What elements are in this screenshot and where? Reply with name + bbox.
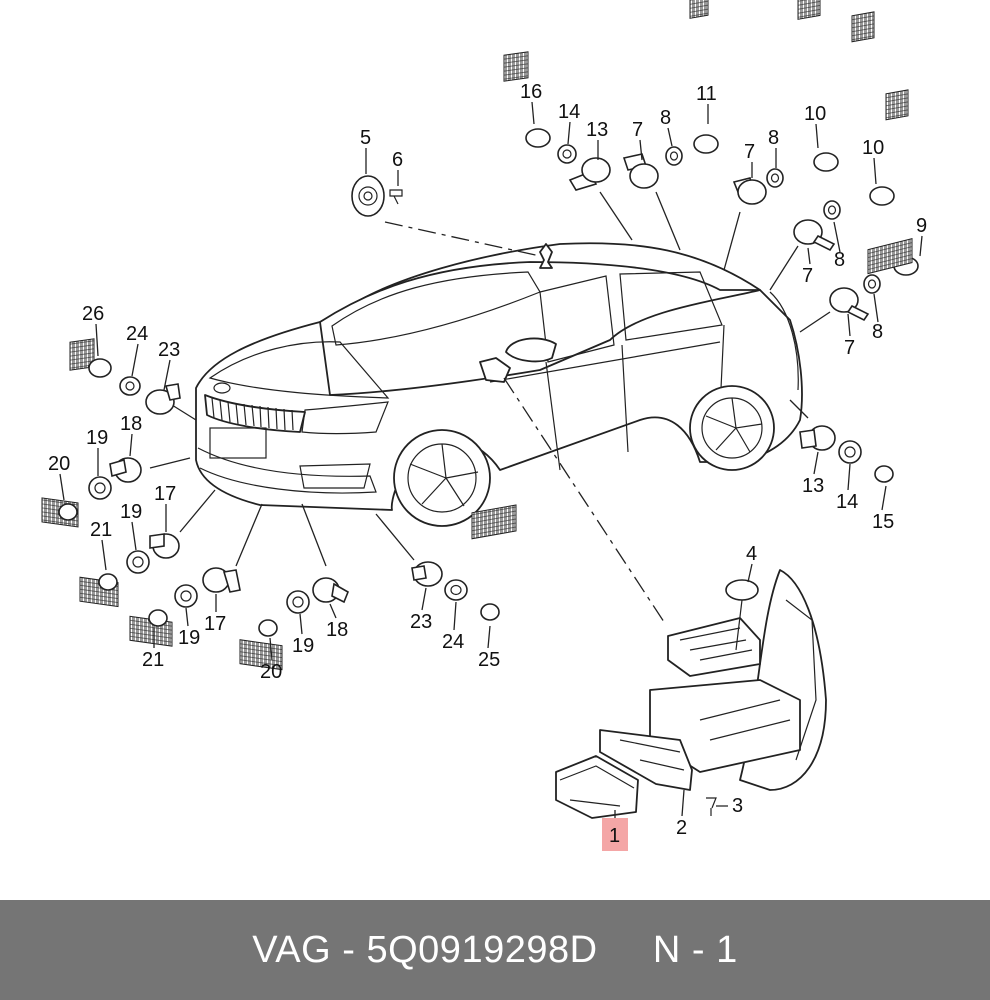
car-body: [195, 242, 803, 527]
bracket-part-21a: [79, 573, 119, 608]
bracket-part-10b: [851, 11, 895, 206]
callout-1: 1: [609, 825, 620, 847]
sensor-part-13a: [568, 157, 611, 191]
callout-3: 3: [732, 795, 743, 817]
callout-10: 10: [862, 137, 884, 159]
bracket-part-10a: [797, 0, 839, 172]
callout-6: 6: [392, 149, 403, 171]
callout-8: 8: [768, 127, 779, 149]
callout-25: 25: [478, 649, 500, 671]
ring-part-8a: [665, 146, 683, 166]
bracket-part-15: [867, 237, 913, 483]
ring-part-8b: [766, 168, 784, 188]
highlight-box: [602, 818, 628, 851]
sensor-part-17a: [149, 533, 180, 559]
callout-17: 17: [154, 483, 176, 505]
callout-19: 19: [120, 501, 142, 523]
sensor-part-7a: [622, 153, 659, 189]
sensor-part-18a: [109, 457, 142, 483]
callout-7: 7: [632, 119, 643, 141]
callout-5: 5: [360, 127, 371, 149]
callout-8: 8: [660, 107, 671, 129]
ring-part-19c: [174, 584, 198, 608]
callout-26: 26: [82, 303, 104, 325]
bracket-part-21b: [129, 609, 173, 647]
callout-7: 7: [844, 337, 855, 359]
bolt-part-6: [389, 189, 403, 205]
callout-8: 8: [834, 249, 845, 271]
callout-23: 23: [410, 611, 432, 633]
sensor-part-7c: [793, 219, 836, 252]
callout-18: 18: [326, 619, 348, 641]
ring-part-24b: [444, 579, 468, 601]
position-label: N - 1: [652, 928, 738, 971]
callout-24: 24: [442, 631, 464, 653]
leader-lines: [149, 191, 831, 626]
bracket-part-25: [471, 504, 517, 621]
parts-diagram: 16 14 13 7 8 11 7 8 10 10 9 7 8 8 7 5 6 …: [41, 0, 927, 851]
callout-23: 23: [158, 339, 180, 361]
control-unit-assembly: [555, 569, 827, 819]
callout-2: 2: [676, 817, 687, 839]
callout-19: 19: [86, 427, 108, 449]
callout-13: 13: [586, 119, 608, 141]
ring-part-19a: [88, 476, 112, 500]
callout-18: 18: [120, 413, 142, 435]
callout-7: 7: [744, 141, 755, 163]
callout-7: 7: [802, 265, 813, 287]
callout-20: 20: [48, 453, 70, 475]
callout-19: 19: [292, 635, 314, 657]
bracket-part-26: [69, 338, 112, 378]
callout-16: 16: [520, 81, 542, 103]
part-number-bar: VAG - 5Q0919298D N - 1: [0, 900, 990, 1000]
callout-21: 21: [142, 649, 164, 671]
bracket-part-20a: [41, 497, 79, 528]
callout-11: 11: [696, 83, 717, 105]
ring-part-14a: [557, 144, 577, 164]
speaker-part-5: [351, 175, 385, 217]
ring-part-8c: [823, 200, 841, 220]
callout-15: 15: [872, 511, 894, 533]
ring-part-19d: [286, 590, 310, 614]
callout-20: 20: [260, 661, 282, 683]
ring-part-24a: [119, 376, 141, 396]
callout-4: 4: [746, 543, 757, 565]
sensor-part-7d: [829, 287, 870, 322]
callout-10: 10: [804, 103, 826, 125]
sensor-part-23b: [411, 561, 443, 587]
bracket-part-20b: [239, 619, 283, 671]
callout-9: 9: [916, 215, 927, 237]
callout-21: 21: [90, 519, 112, 541]
footer-spacer: [598, 929, 653, 972]
callout-19: 19: [178, 627, 200, 649]
callout-ticks: [59, 101, 923, 818]
exploded-view-drawing: 16 14 13 7 8 11 7 8 10 10 9 7 8 8 7 5 6 …: [41, 0, 927, 851]
callout-14: 14: [558, 101, 580, 123]
callout-14: 14: [836, 491, 858, 513]
sensor-part-13b: [799, 425, 836, 451]
sensor-parts: [41, 0, 919, 819]
ring-part-8d: [863, 274, 881, 294]
callout-labels: 16 14 13 7 8 11 7 8 10 10 9 7 8 8 7 5 6 …: [48, 81, 927, 847]
sensor-part-17b: [202, 567, 241, 593]
part-code-label: VAG - 5Q0919298D: [252, 928, 598, 971]
sensor-part-23a: [145, 383, 181, 415]
ring-part-14b: [838, 440, 862, 464]
callout-17: 17: [204, 613, 226, 635]
callout-13: 13: [802, 475, 824, 497]
sensor-part-18b: [312, 577, 350, 604]
bracket-part-16: [503, 51, 551, 148]
sensor-part-7b: [732, 177, 767, 205]
bracket-part-11: [689, 0, 719, 154]
callout-8: 8: [872, 321, 883, 343]
callout-24: 24: [126, 323, 148, 345]
ring-part-19b: [126, 550, 150, 574]
